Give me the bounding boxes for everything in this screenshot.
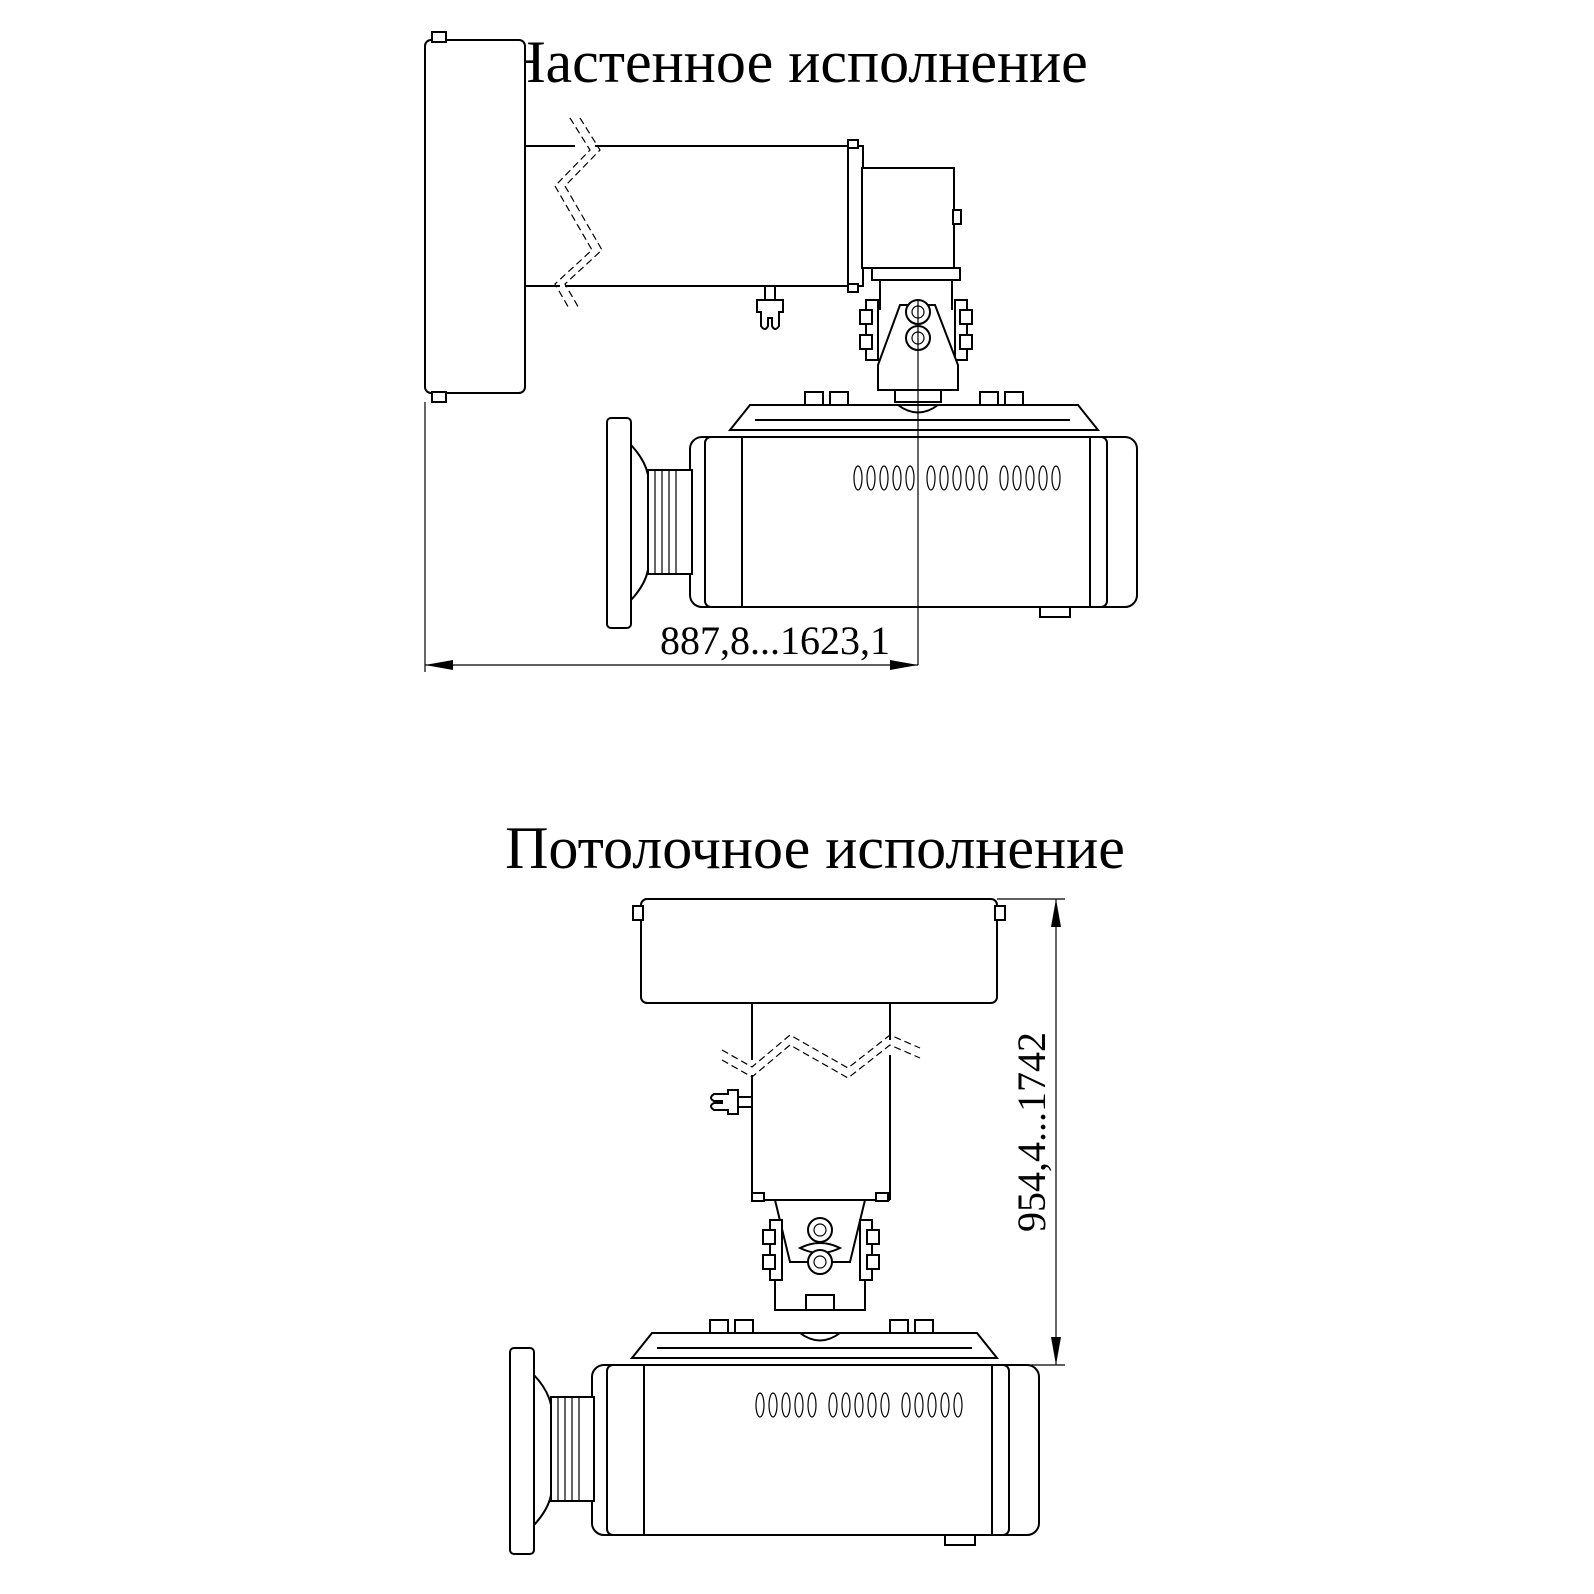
ceiling-mount-view: 954,4...1742 bbox=[509, 898, 1065, 1555]
wall-dimension bbox=[424, 402, 918, 672]
vent-slot bbox=[841, 1392, 851, 1418]
projector-body-ceiling bbox=[591, 1364, 1040, 1546]
vent-slot bbox=[965, 465, 975, 491]
vent-slot bbox=[755, 1392, 765, 1418]
vent-slot bbox=[828, 1392, 838, 1418]
vent-slot bbox=[853, 465, 863, 491]
vent-slot bbox=[939, 465, 949, 491]
vent-slot bbox=[999, 465, 1009, 491]
vent-slot bbox=[1025, 465, 1035, 491]
vent-slot bbox=[914, 1392, 924, 1418]
projector-plate-ceiling bbox=[629, 1319, 1000, 1359]
vent-slot bbox=[1051, 465, 1061, 491]
vent-slot bbox=[978, 465, 988, 491]
projector-lens bbox=[606, 417, 693, 629]
vent-slot bbox=[953, 1392, 963, 1418]
tilt-bracket bbox=[859, 267, 973, 403]
vent-slot bbox=[940, 1392, 950, 1418]
ceiling-dimension-label: 954,4...1742 bbox=[1009, 1032, 1054, 1232]
vent-slot bbox=[866, 465, 876, 491]
projector-body bbox=[689, 436, 1138, 618]
telescopic-arm bbox=[525, 117, 962, 311]
vent-slot bbox=[1012, 465, 1022, 491]
ceiling-view-title: Потолочное исполнение bbox=[505, 815, 1125, 881]
vent-slot bbox=[926, 465, 936, 491]
vent-slot bbox=[880, 1392, 890, 1418]
vent-slot bbox=[768, 1392, 778, 1418]
wall-view-title: Настенное исполнение bbox=[502, 29, 1088, 95]
vent-slot bbox=[879, 465, 889, 491]
locking-knob-ceiling bbox=[710, 1089, 753, 1115]
wall-plate bbox=[424, 31, 526, 403]
wall-mount-view: 887,8...1623,1 bbox=[424, 31, 1138, 672]
vent-slot bbox=[867, 1392, 877, 1418]
projector-vents bbox=[853, 465, 1061, 491]
vent-slot bbox=[854, 1392, 864, 1418]
vent-slot bbox=[905, 465, 915, 491]
telescopic-tube bbox=[721, 1003, 921, 1202]
projector-lens-ceiling bbox=[509, 1347, 595, 1555]
vent-slot bbox=[1038, 465, 1048, 491]
vent-slot bbox=[952, 465, 962, 491]
ceiling-dimension bbox=[997, 898, 1065, 1366]
vent-slot bbox=[781, 1392, 791, 1418]
vent-slot bbox=[807, 1392, 817, 1418]
vent-slot bbox=[901, 1392, 911, 1418]
wall-dimension-label: 887,8...1623,1 bbox=[660, 618, 890, 663]
projector-vents-ceiling bbox=[755, 1392, 963, 1418]
vent-slot bbox=[892, 465, 902, 491]
locking-knob bbox=[756, 285, 784, 330]
vent-slot bbox=[794, 1392, 804, 1418]
vent-slot bbox=[927, 1392, 937, 1418]
ceiling-plate bbox=[632, 898, 1006, 1004]
tilt-bracket-ceiling bbox=[762, 1199, 880, 1311]
